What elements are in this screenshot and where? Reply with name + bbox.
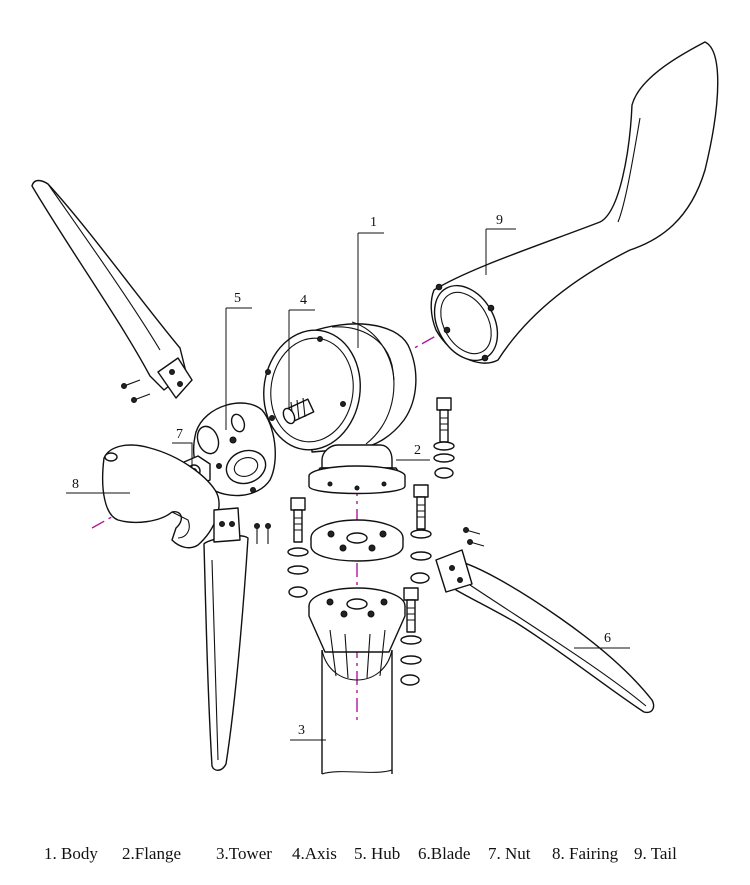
tower-part bbox=[308, 587, 406, 775]
legend-item-tail: 9. Tail bbox=[634, 844, 677, 863]
legend-item-fairing: 8. Fairing bbox=[552, 844, 619, 863]
tail-part bbox=[430, 41, 719, 364]
axis-part bbox=[282, 397, 315, 425]
callout-fairing: 8 bbox=[72, 477, 79, 492]
leader-body bbox=[357, 232, 384, 348]
callout-hub: 5 bbox=[234, 291, 241, 306]
parts-legend: 1. Body 2.Flange 3.Tower 4.Axis 5. Hub 6… bbox=[0, 840, 750, 870]
callout-nut: 7 bbox=[176, 427, 183, 442]
legend-item-axis: 4.Axis bbox=[292, 844, 337, 863]
legend-item-nut: 7. Nut bbox=[488, 844, 531, 863]
blade-right bbox=[435, 549, 655, 714]
callout-flange: 2 bbox=[414, 443, 421, 458]
bolt-stack-right-top bbox=[433, 397, 455, 479]
callout-body: 1 bbox=[370, 215, 377, 230]
leader-nut bbox=[172, 442, 193, 468]
legend-item-tower: 3.Tower bbox=[216, 844, 272, 863]
bolt-stack-left bbox=[287, 497, 309, 598]
blade-upper-left bbox=[31, 179, 193, 399]
callout-axis: 4 bbox=[300, 293, 307, 308]
callout-blade: 6 bbox=[604, 631, 611, 646]
blade-bottom-bolts bbox=[254, 523, 271, 544]
blade-right-bolts bbox=[463, 527, 485, 547]
legend-item-blade: 6.Blade bbox=[418, 844, 471, 863]
flange-upper-part bbox=[308, 444, 406, 495]
callout-tail: 9 bbox=[496, 213, 503, 228]
legend-item-flange: 2.Flange bbox=[122, 844, 182, 863]
fairing-part bbox=[101, 444, 220, 549]
blade-bottom bbox=[203, 507, 249, 771]
legend-item-hub: 5. Hub bbox=[354, 844, 401, 863]
hub-part bbox=[193, 402, 276, 497]
bolt-stack-right-low bbox=[400, 587, 422, 686]
callout-tower: 3 bbox=[298, 723, 305, 738]
legend-item-body: 1. Body bbox=[44, 844, 98, 863]
leader-hub bbox=[225, 307, 252, 430]
bolt-stack-right-mid bbox=[410, 484, 432, 584]
leader-axis bbox=[288, 309, 315, 408]
body-part bbox=[263, 321, 417, 453]
blade-upper-left-bolts bbox=[121, 379, 151, 403]
leader-tail bbox=[485, 228, 516, 275]
flange-middle-part bbox=[310, 519, 404, 562]
